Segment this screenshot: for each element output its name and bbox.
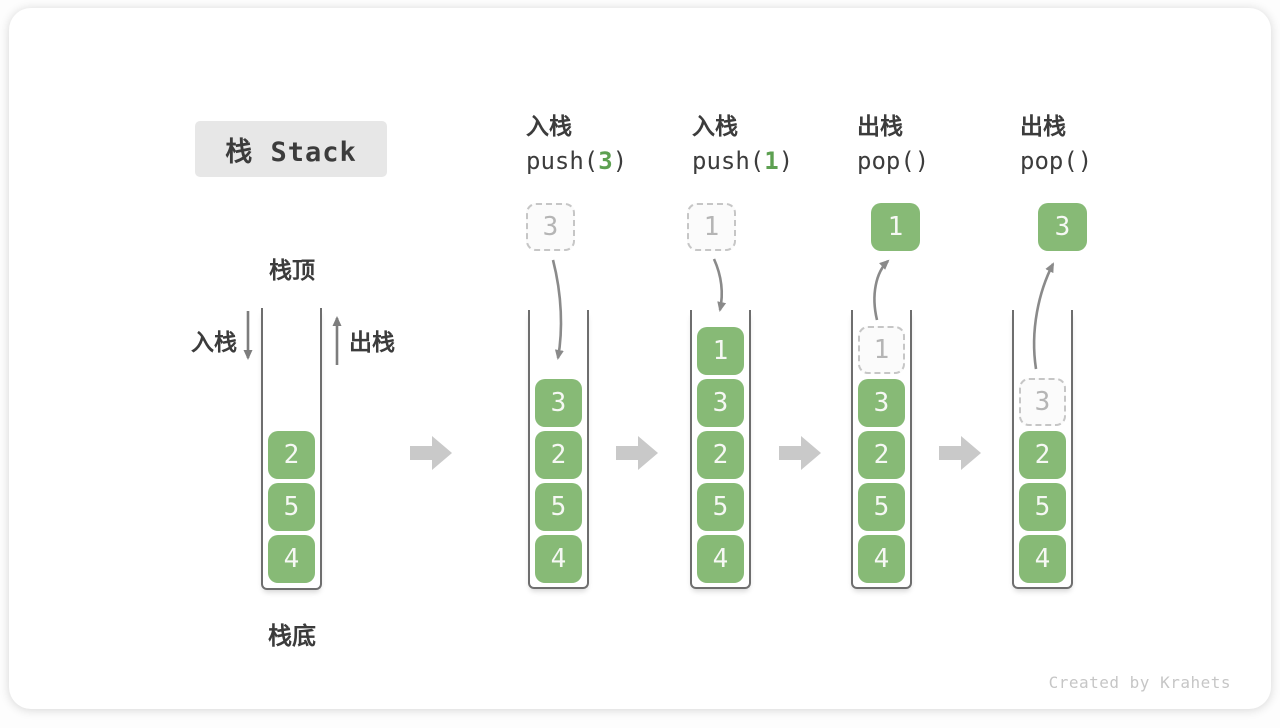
stack-block: 5	[268, 483, 315, 531]
stack-container-initial	[261, 308, 322, 590]
stack-block: 3	[697, 379, 744, 427]
code-post: )	[778, 147, 794, 175]
op-name: 出栈	[1020, 113, 1066, 139]
stack-block: 5	[697, 483, 744, 531]
op-code: pop()	[1020, 146, 1180, 176]
pending-push-item: 3	[526, 203, 575, 251]
code-pre: pop(	[1020, 147, 1078, 175]
stack-container-push3	[528, 310, 589, 589]
title-badge: 栈 Stack	[195, 121, 387, 177]
stack-block: 2	[1019, 431, 1066, 479]
diagram-card: 栈 Stack 栈顶 入栈 出栈 栈底 入栈 push(3) 入栈 push(1…	[9, 8, 1271, 709]
watermark: Created by Krahets	[1048, 673, 1231, 692]
step-arrow-icon	[779, 436, 821, 470]
stack-top-label: 栈顶	[269, 257, 315, 283]
code-post: )	[612, 147, 628, 175]
stack-block: 3	[858, 379, 905, 427]
push1-flow-arrow-icon	[712, 258, 727, 312]
stack-container-pop3	[1012, 310, 1073, 589]
step-arrow-icon	[939, 436, 981, 470]
op-code: pop()	[857, 146, 1017, 176]
stack-block: 2	[268, 431, 315, 479]
step-arrow-icon	[410, 436, 452, 470]
stack-block: 4	[697, 535, 744, 583]
step-arrow-icon	[616, 436, 658, 470]
popped-item: 1	[871, 203, 920, 251]
op-header-pop1: 出栈 pop()	[857, 112, 1017, 176]
code-arg: 1	[764, 147, 779, 175]
pop-side-label: 出栈	[349, 329, 395, 355]
stack-container-pop1	[851, 310, 912, 589]
code-pre: push(	[692, 147, 765, 175]
stack-block: 5	[1019, 483, 1066, 531]
stack-block: 4	[535, 535, 582, 583]
popped-item: 3	[1038, 203, 1087, 251]
stack-block: 4	[268, 535, 315, 583]
code-post: )	[1077, 147, 1093, 175]
stack-block: 2	[535, 431, 582, 479]
stack-block: 4	[1019, 535, 1066, 583]
code-pre: push(	[526, 147, 599, 175]
stack-container-push1	[690, 310, 751, 589]
push-side-label: 入栈	[191, 329, 237, 355]
stack-block: 2	[858, 431, 905, 479]
op-code: push(3)	[526, 146, 686, 176]
stack-block: 5	[535, 483, 582, 531]
op-header-push3: 入栈 push(3)	[526, 112, 686, 176]
stack-bottom-label: 栈底	[268, 623, 316, 650]
code-post: )	[914, 147, 930, 175]
op-name: 入栈	[526, 113, 572, 139]
op-name: 入栈	[692, 113, 738, 139]
op-header-push1: 入栈 push(1)	[692, 112, 852, 176]
stack-block: 2	[697, 431, 744, 479]
stack-block: 4	[858, 535, 905, 583]
code-arg: 3	[598, 147, 613, 175]
code-pre: pop(	[857, 147, 915, 175]
op-name: 出栈	[857, 113, 903, 139]
stack-block: 1	[697, 327, 744, 375]
ghost-block: 3	[1019, 378, 1066, 426]
op-header-pop3: 出栈 pop()	[1020, 112, 1180, 176]
stack-block: 3	[535, 379, 582, 427]
ghost-block: 1	[858, 326, 905, 374]
stack-block: 5	[858, 483, 905, 531]
pending-push-item: 1	[687, 203, 736, 251]
op-code: push(1)	[692, 146, 852, 176]
